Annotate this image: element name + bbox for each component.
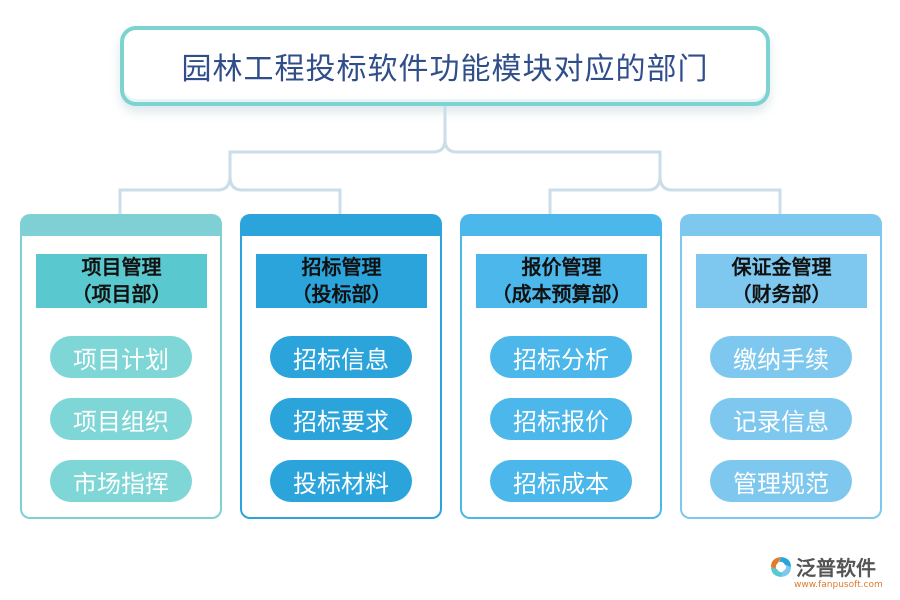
module-item: 记录信息 [710,398,852,440]
module-header: 报价管理 （成本预算部） [474,252,649,308]
module-header: 保证金管理 （财务部） [694,252,869,308]
module-dept: （项目部） [71,282,172,306]
module-item: 项目计划 [50,336,192,378]
module-item: 项目组织 [50,398,192,440]
logo-icon [771,557,791,577]
module-card-deposit: 保证金管理 （财务部） 缴纳手续 记录信息 管理规范 [680,214,882,519]
module-item: 管理规范 [710,460,852,502]
module-item: 招标报价 [490,398,632,440]
module-dept: （财务部） [731,282,832,306]
logo-name: 泛普软件 [796,556,876,580]
module-item: 缴纳手续 [710,336,852,378]
module-header: 项目管理 （项目部） [34,252,209,308]
brand-logo: 泛普软件 www.fanpusoft.com [768,550,894,594]
module-card-quotation: 报价管理 （成本预算部） 招标分析 招标报价 招标成本 [460,214,662,519]
connector-module-3 [443,139,662,214]
module-card-bidding: 招标管理 （投标部） 招标信息 招标要求 投标材料 [240,214,442,519]
connector-module-4 [658,175,782,214]
module-item: 招标成本 [490,460,632,502]
module-item: 招标分析 [490,336,632,378]
module-item: 招标要求 [270,398,412,440]
module-header: 招标管理 （投标部） [254,252,429,308]
module-dept: （成本预算部） [491,282,632,306]
logo-url: www.fanpusoft.com [794,580,883,590]
module-name: 招标管理 [301,255,382,279]
module-item: 投标材料 [270,460,412,502]
connector-module-2 [228,175,342,214]
module-item: 招标信息 [270,336,412,378]
diagram-title: 园林工程投标软件功能模块对应的部门 [181,52,709,87]
module-name: 项目管理 [81,255,162,279]
title-box: 园林工程投标软件功能模块对应的部门 [120,26,770,106]
connector-module-1 [118,106,447,214]
module-dept: （投标部） [291,282,392,306]
module-card-project: 项目管理 （项目部） 项目计划 项目组织 市场指挥 [20,214,222,519]
module-name: 报价管理 [521,255,602,279]
module-item: 市场指挥 [50,460,192,502]
module-name: 保证金管理 [731,255,832,279]
